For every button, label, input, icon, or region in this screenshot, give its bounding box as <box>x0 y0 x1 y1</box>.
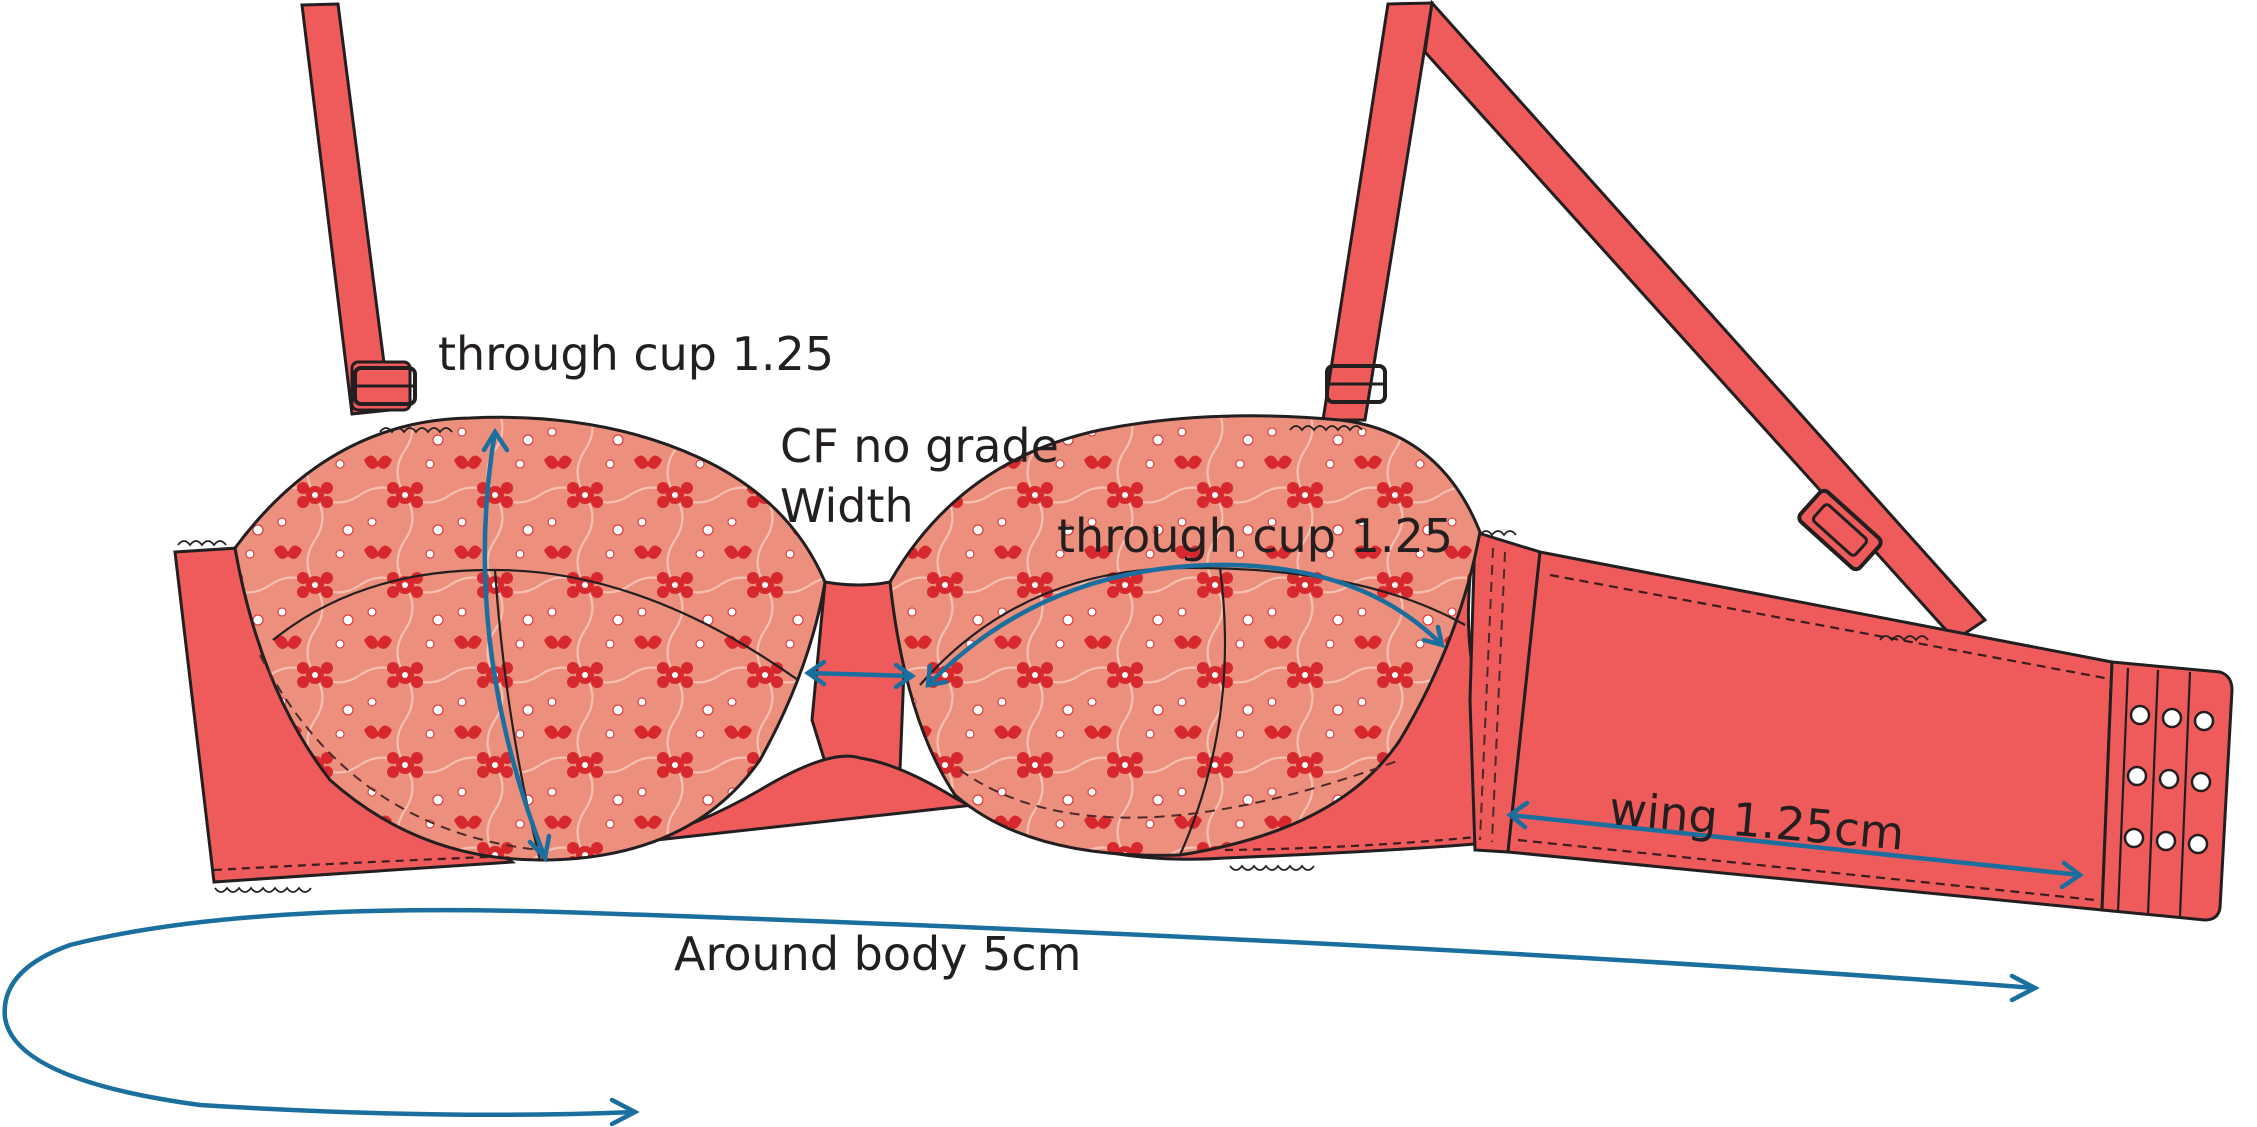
left-strap <box>300 2 412 416</box>
wing <box>1506 550 2114 912</box>
hook-and-eye-closure <box>2100 660 2234 922</box>
label-width: Width <box>780 479 914 533</box>
through-cup-left-arrow <box>481 427 552 863</box>
through-cup-right-arrow <box>925 562 1446 688</box>
picot-trim <box>177 425 1929 893</box>
left-strap-adjuster-slider <box>353 366 417 406</box>
cf-width-arrow <box>804 659 916 690</box>
right-strap <box>1321 1 1434 422</box>
label-cf-no-grade: CF no grade <box>780 419 1059 473</box>
around-body-arrow <box>2 907 2040 1127</box>
label-around-body: Around body 5cm <box>674 927 1081 981</box>
label-through-cup-left: through cup 1.25 <box>438 327 834 381</box>
right-strap-adjuster-slider <box>1325 364 1387 404</box>
label-through-cup-right: through cup 1.25 <box>1057 509 1453 563</box>
left-cup <box>233 415 827 862</box>
wing-arrow <box>1506 800 2084 890</box>
side-panel <box>1468 529 1542 854</box>
